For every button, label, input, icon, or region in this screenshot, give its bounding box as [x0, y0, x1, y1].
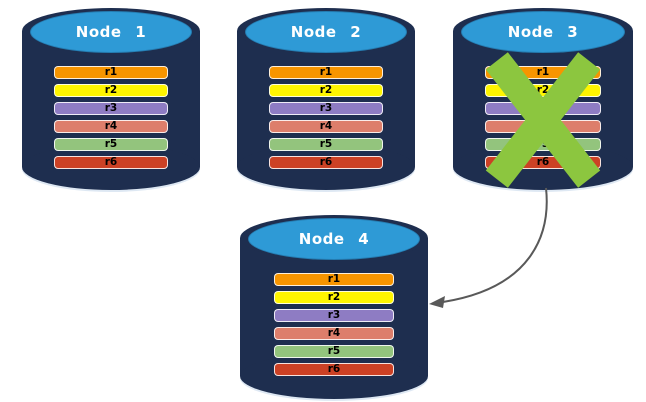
- row-r1: r1: [269, 66, 383, 79]
- node-title: Node 3: [507, 23, 579, 41]
- node-4: Node 4 r1 r2 r3 r4 r5 r6: [240, 215, 428, 399]
- row-stack: r1 r2 r3 r4 r5 r6: [273, 273, 395, 376]
- row-r3: r3: [54, 102, 168, 115]
- failover-arrow-path: [442, 187, 548, 303]
- node-2: Node 2 r1 r2 r3 r4 r5 r6: [237, 8, 415, 190]
- node-title: Node 2: [290, 23, 362, 41]
- cylinder-bottom: [240, 353, 428, 399]
- node-title: Node 4: [298, 230, 370, 248]
- row-r3: r3: [273, 309, 395, 322]
- node-1: Node 1 r1 r2 r3 r4 r5 r6: [22, 8, 200, 190]
- row-r4: r4: [269, 120, 383, 133]
- cylinder-top-face: Node 3: [461, 11, 625, 53]
- row-r2: r2: [54, 84, 168, 97]
- failover-arrowhead-icon: [429, 296, 445, 308]
- row-r4: r4: [273, 327, 395, 340]
- row-r5: r5: [54, 138, 168, 151]
- row-r6: r6: [54, 156, 168, 169]
- row-stack: r1 r2 r3 r4 r5 r6: [269, 66, 383, 169]
- node-title: Node 1: [75, 23, 147, 41]
- row-r4: r4: [54, 120, 168, 133]
- cylinder-top-face: Node 1: [30, 11, 192, 53]
- row-r5: r5: [269, 138, 383, 151]
- row-r1: r1: [54, 66, 168, 79]
- row-r6: r6: [269, 156, 383, 169]
- cylinder-top-face: Node 2: [245, 11, 407, 53]
- row-r3: r3: [269, 102, 383, 115]
- row-stack: r1 r2 r3 r4 r5 r6: [54, 66, 168, 169]
- row-r1: r1: [273, 273, 395, 286]
- row-r2: r2: [273, 291, 395, 304]
- row-r2: r2: [269, 84, 383, 97]
- row-r6: r6: [273, 363, 395, 376]
- cylinder-top-face: Node 4: [248, 218, 420, 260]
- row-r5: r5: [273, 345, 395, 358]
